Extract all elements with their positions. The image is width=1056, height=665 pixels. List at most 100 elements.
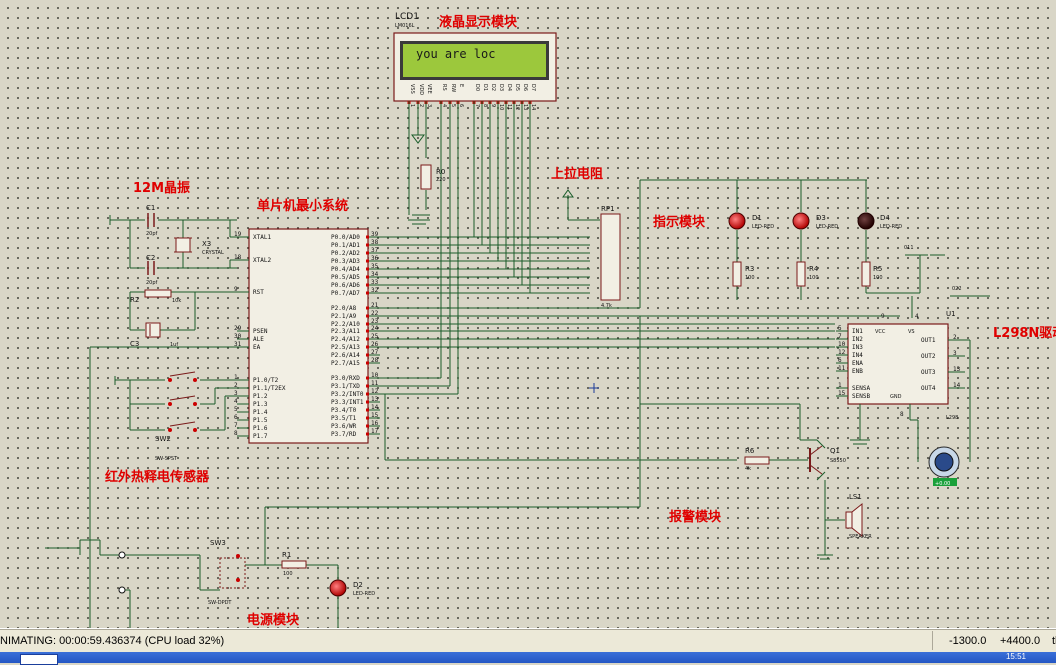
crystal-x3[interactable]: X3 CRYSTAL: [174, 237, 224, 256]
lcd-pin-number: 1: [409, 104, 415, 107]
title-pullup: 上拉电阻: [551, 166, 603, 182]
led-d2[interactable]: D2 LED-RED: [329, 579, 375, 597]
mcu-pin-name: P3.5/T1: [331, 415, 357, 422]
led-d4[interactable]: D4 LED-RED: [857, 212, 902, 230]
svg-text:RP1: RP1: [601, 205, 615, 213]
mcu-pin-name: P2.4/A12: [331, 336, 360, 343]
svg-text:CRYSTAL: CRYSTAL: [202, 250, 224, 256]
mcu-pin-number: 18: [234, 254, 242, 261]
led-d1[interactable]: D1 LED-RED: [728, 212, 774, 230]
mcu-pin-marker: [366, 322, 369, 326]
lcd-module[interactable]: you are loc LCD1 LM016L VSS1VDD2VEE3RS4R…: [393, 12, 557, 110]
dc-motor[interactable]: +0.00: [928, 446, 960, 487]
mcu-pin-number: 16: [371, 420, 379, 427]
lcd-pin-label: RS: [441, 84, 447, 91]
mcu-pin-number: 26: [371, 341, 379, 348]
svg-text:R3: R3: [745, 265, 754, 273]
power-switch-sw3[interactable]: SW3 SW-DPDT: [208, 539, 246, 606]
mcu-pin-marker: [366, 337, 369, 341]
mcu-pin-name: P2.5/A13: [331, 344, 360, 351]
l298-pin-number: 2: [953, 334, 957, 341]
mcu-pin-number: 13: [371, 396, 379, 403]
mcu-pin-marker: [366, 259, 369, 263]
title-crystal: 12M晶振: [133, 180, 190, 196]
svg-text:D3: D3: [816, 214, 826, 222]
p0-bus-wires: [89, 179, 900, 565]
svg-text:SPEAKER: SPEAKER: [849, 534, 872, 540]
svg-text:SW-SPST: SW-SPST: [155, 456, 178, 462]
svg-text:L298: L298: [946, 415, 958, 421]
pir-switch-1[interactable]: [168, 371, 197, 382]
title-mcu: 单片机最小系统: [257, 198, 348, 214]
mcu-pin-number: 4: [234, 398, 238, 405]
mcu-pin-name: P2.3/A11: [331, 328, 360, 335]
mcu-pin-marker: [366, 291, 369, 295]
resistor-pack-rp1[interactable]: RP1 4.7k: [600, 205, 621, 309]
speaker-ls1[interactable]: LS1 SPEAKER: [845, 493, 872, 540]
mcu-pin-name: EA: [253, 344, 261, 351]
mcu-pin-name: P0.1/AD1: [331, 242, 360, 249]
lcd-pin-label: VDD: [418, 84, 424, 95]
lcd-display-text: you are loc: [416, 47, 495, 61]
resistor-r0[interactable]: R0 220: [420, 164, 446, 190]
mcu-pin-number: 30: [234, 333, 242, 340]
svg-text:D2: D2: [353, 581, 363, 589]
mcu-pin-number: 27: [371, 349, 379, 356]
svg-text:VCC: VCC: [875, 329, 886, 335]
svg-text:R1: R1: [282, 551, 291, 559]
title-l298n: L298N驱动: [993, 326, 1056, 341]
l298-pin-name: OUT3: [921, 369, 936, 376]
lcd-pin-number: 2: [418, 104, 424, 107]
mcu-pin-marker: [366, 251, 369, 255]
capacitor-c3[interactable]: C3 1uf: [130, 322, 178, 348]
resistor-r4[interactable]: R4 100: [796, 261, 819, 287]
resistor-r3[interactable]: R3 100: [732, 261, 755, 287]
bus-label-011: 011: [904, 245, 914, 251]
lcd-pin-label: D3: [498, 84, 504, 91]
coord-y: +4400.0: [1000, 635, 1041, 647]
transistor-q1[interactable]: Q1 S8550: [809, 445, 846, 475]
l298-pin-number: 14: [953, 382, 961, 389]
l298-pin-number: 5: [838, 325, 842, 332]
mcu-pin-number: 28: [371, 357, 379, 364]
taskbar-button[interactable]: [20, 654, 58, 665]
mcu-pin-number: 15: [371, 412, 379, 419]
capacitor-c2[interactable]: C2 20pf: [146, 254, 158, 286]
led-d3[interactable]: D3 LED-RED: [792, 212, 838, 230]
pir-switch-2[interactable]: [168, 395, 197, 406]
svg-text:S8550: S8550: [830, 458, 846, 464]
mcu-pin-name: P1.6: [253, 425, 268, 432]
mcu-pin-marker: [366, 392, 369, 396]
bus-label-022: 022: [952, 286, 962, 292]
l298-pin-name: OUT2: [921, 353, 936, 360]
l298-pin-number: 12: [838, 349, 846, 356]
resistor-r6[interactable]: R6 4k: [744, 447, 770, 472]
mcu-pin-name: P1.7: [253, 433, 268, 440]
mcu-pin-number: 6: [234, 414, 238, 421]
mcu-pin-marker: [366, 306, 369, 310]
mcu-pin-number: 37: [371, 247, 379, 254]
svg-text:C3: C3: [130, 340, 139, 348]
resistor-r2[interactable]: R2 10k: [130, 289, 181, 304]
resistor-r1[interactable]: R1 100: [281, 551, 307, 577]
svg-text:GND: GND: [890, 394, 902, 400]
mcu-pin-number: 24: [371, 325, 379, 332]
mcu-pin-name: P0.3/AD3: [331, 258, 360, 265]
svg-text:LED-RED: LED-RED: [880, 224, 902, 230]
svg-text:R0: R0: [436, 168, 445, 176]
l298-pin-name: IN4: [852, 352, 863, 359]
resistor-r5[interactable]: R5 100: [861, 261, 883, 287]
mcu-pin-number: 32: [371, 287, 379, 294]
mcu-pin-name: P0.2/AD2: [331, 250, 360, 257]
mcu-pin-marker: [366, 376, 369, 380]
mcu-pin-number: 14: [371, 404, 379, 411]
mcu-pin-name: P3.4/T0: [331, 407, 357, 414]
pir-switch-sw2[interactable]: SW2 SW-SPST: [155, 421, 197, 462]
svg-text:U1: U1: [946, 310, 956, 318]
mcu-pin-name: P0.0/AD0: [331, 234, 360, 241]
capacitor-c1[interactable]: C1 20pf: [146, 204, 158, 237]
